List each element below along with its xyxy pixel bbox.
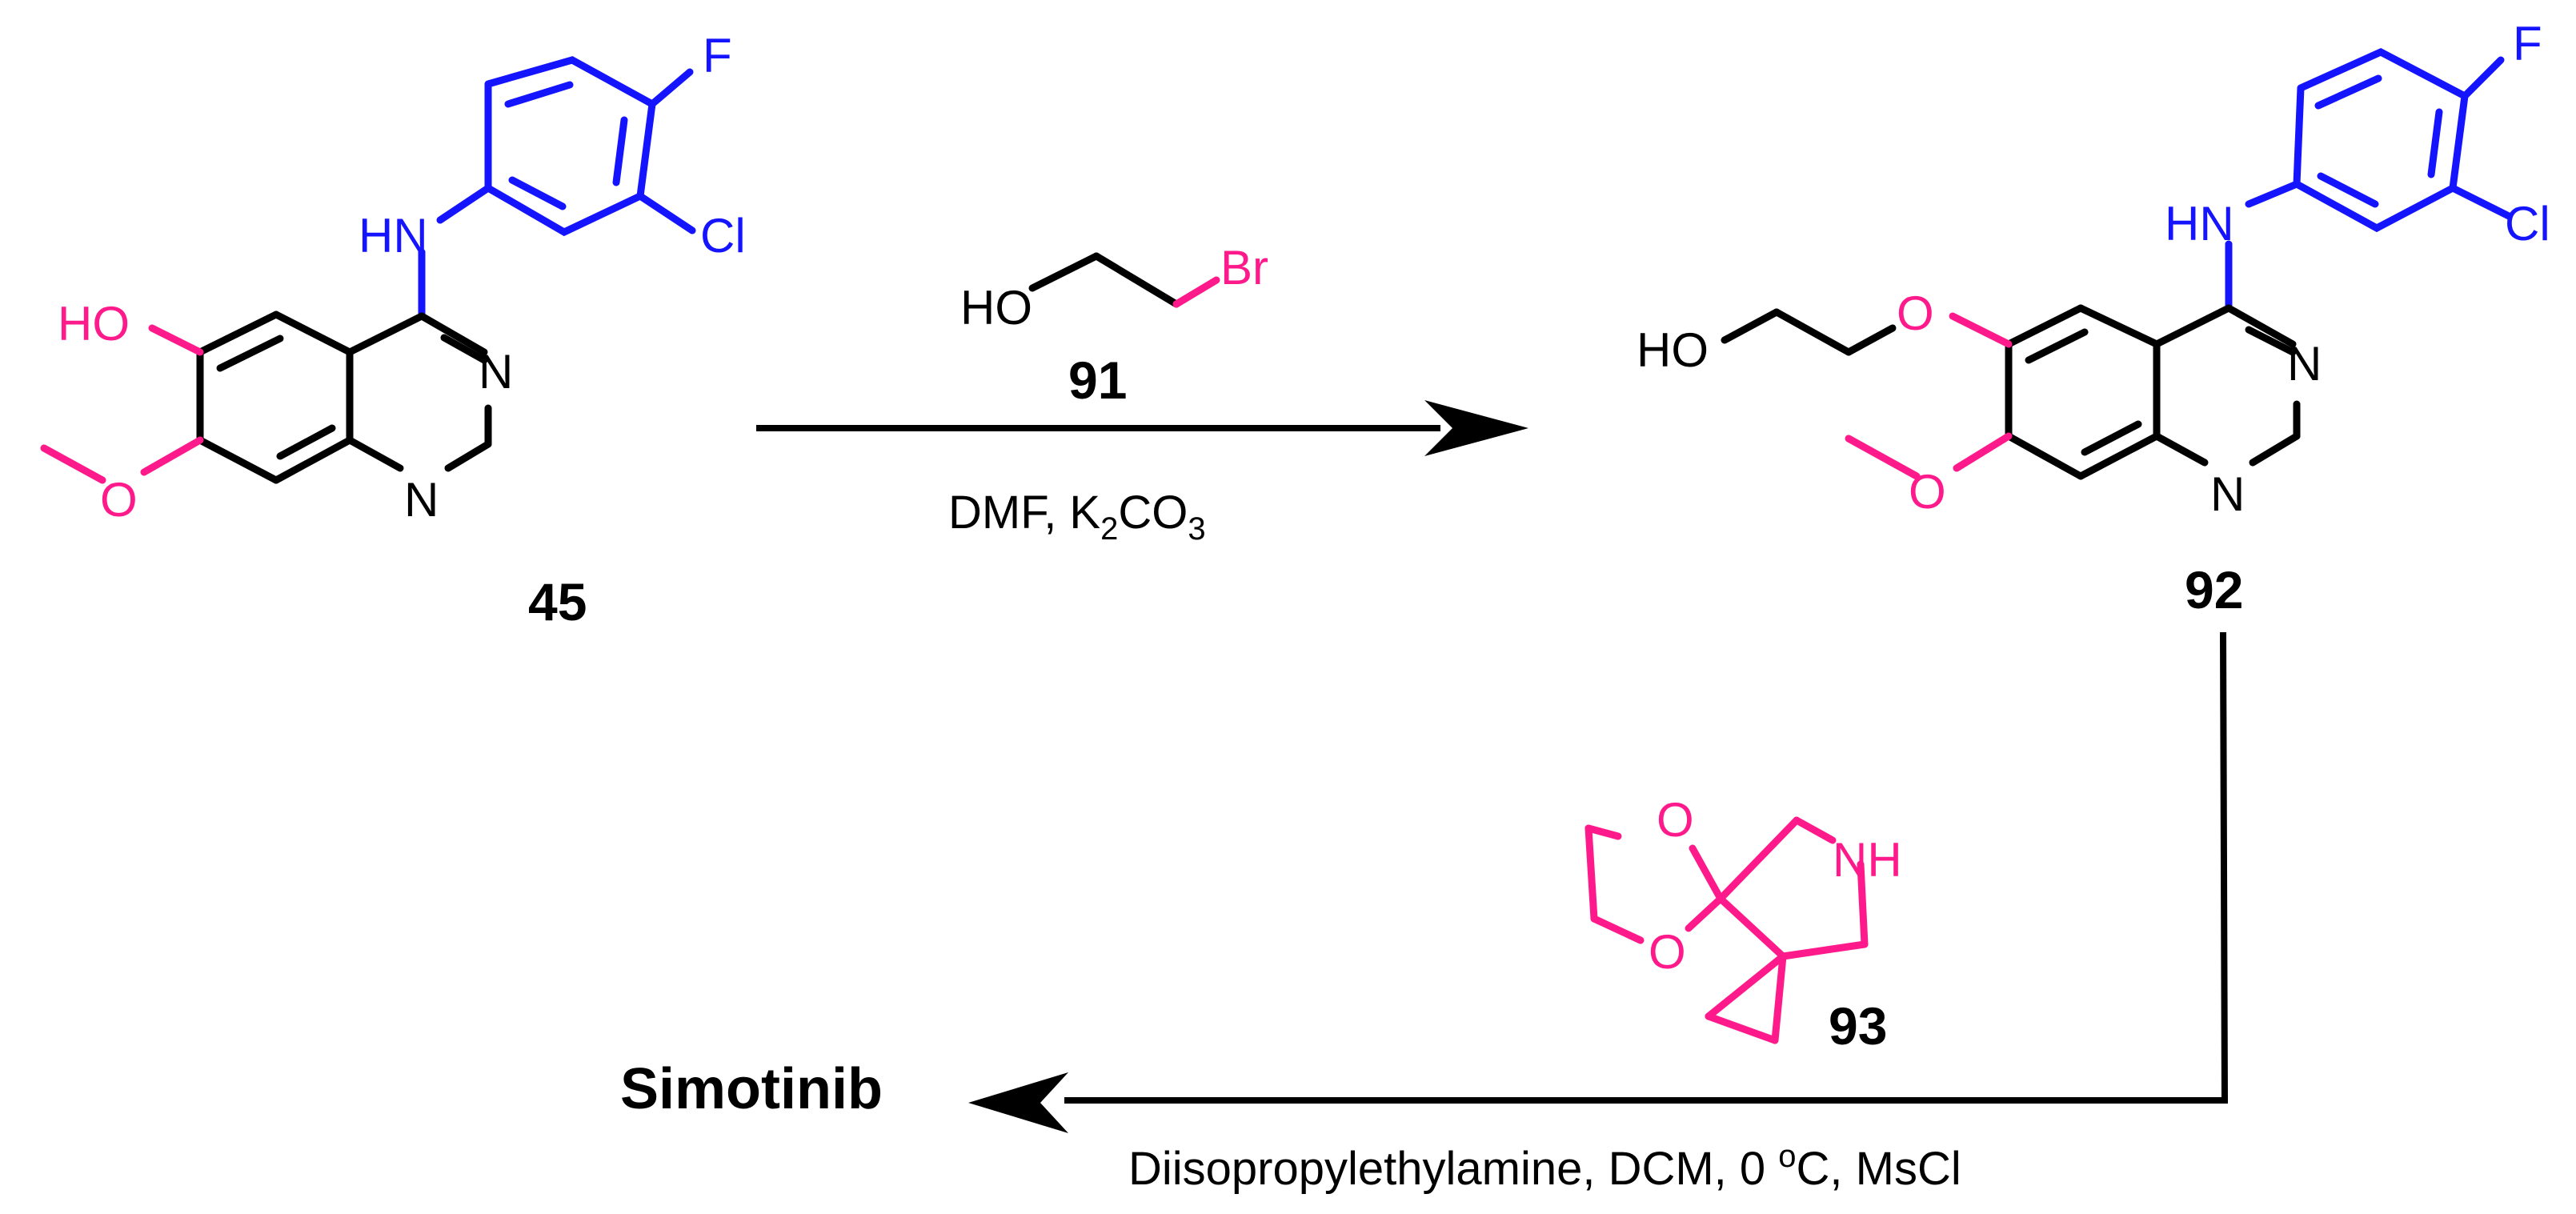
atom-N3-92: N [2287,337,2322,391]
atom-Cl-92: Cl [2505,197,2550,250]
step1-conditions: DMF, K2CO3 [948,487,1206,547]
atom-N3-45: N [479,345,513,399]
quinazoline-core-92 [1721,304,2301,480]
atom-F-92: F [2513,17,2542,70]
step2-conditions: Diisopropylethylamine, DCM, 0 oC, MsCl [1128,1139,1961,1195]
reagent-91-structure [1028,252,1220,308]
reaction-arrow-1 [756,400,1528,456]
quinazoline-core-45 [196,311,492,484]
compound-label-45: 45 [528,572,587,631]
product-name: Simotinib [620,1057,883,1121]
atom-Br-91: Br [1220,241,1268,294]
reaction-arrow-2 [968,631,2229,1133]
compound-92-structure [1721,47,2513,480]
atom-Cl-45: Cl [700,209,746,262]
chloro-fluoro-phenyl-ring-92 [2225,47,2513,312]
atom-HN-45: HN [359,209,428,262]
atom-HN-92: HN [2165,197,2234,250]
atom-F-45: F [703,29,732,82]
atom-N1-45: N [404,473,439,527]
atom-O-bottom-93: O [1649,925,1686,979]
hydroxy-methoxy-45 [40,324,204,484]
reagent-93-structure [1584,816,1869,1044]
atom-O-top-93: O [1657,793,1694,847]
atom-HO-91: HO [960,281,1032,335]
atom-N1-92: N [2210,467,2245,521]
atom-O-ether-92: O [1897,286,1934,340]
atom-O-methoxy-45: O [100,473,138,527]
chloro-fluoro-phenyl-ring-45 [418,56,696,320]
compound-label-93: 93 [1829,996,1887,1056]
atom-NH-93: NH [1833,833,1902,887]
compound-label-92: 92 [2185,560,2243,619]
atom-O-methoxy-92: O [1909,465,1946,519]
compound-label-91: 91 [1068,351,1127,410]
atom-HO-45: HO [58,297,130,351]
compound-45-structure [40,56,696,484]
ether-methoxy-92 [1845,312,2013,480]
atom-HO-92: HO [1637,323,1709,377]
